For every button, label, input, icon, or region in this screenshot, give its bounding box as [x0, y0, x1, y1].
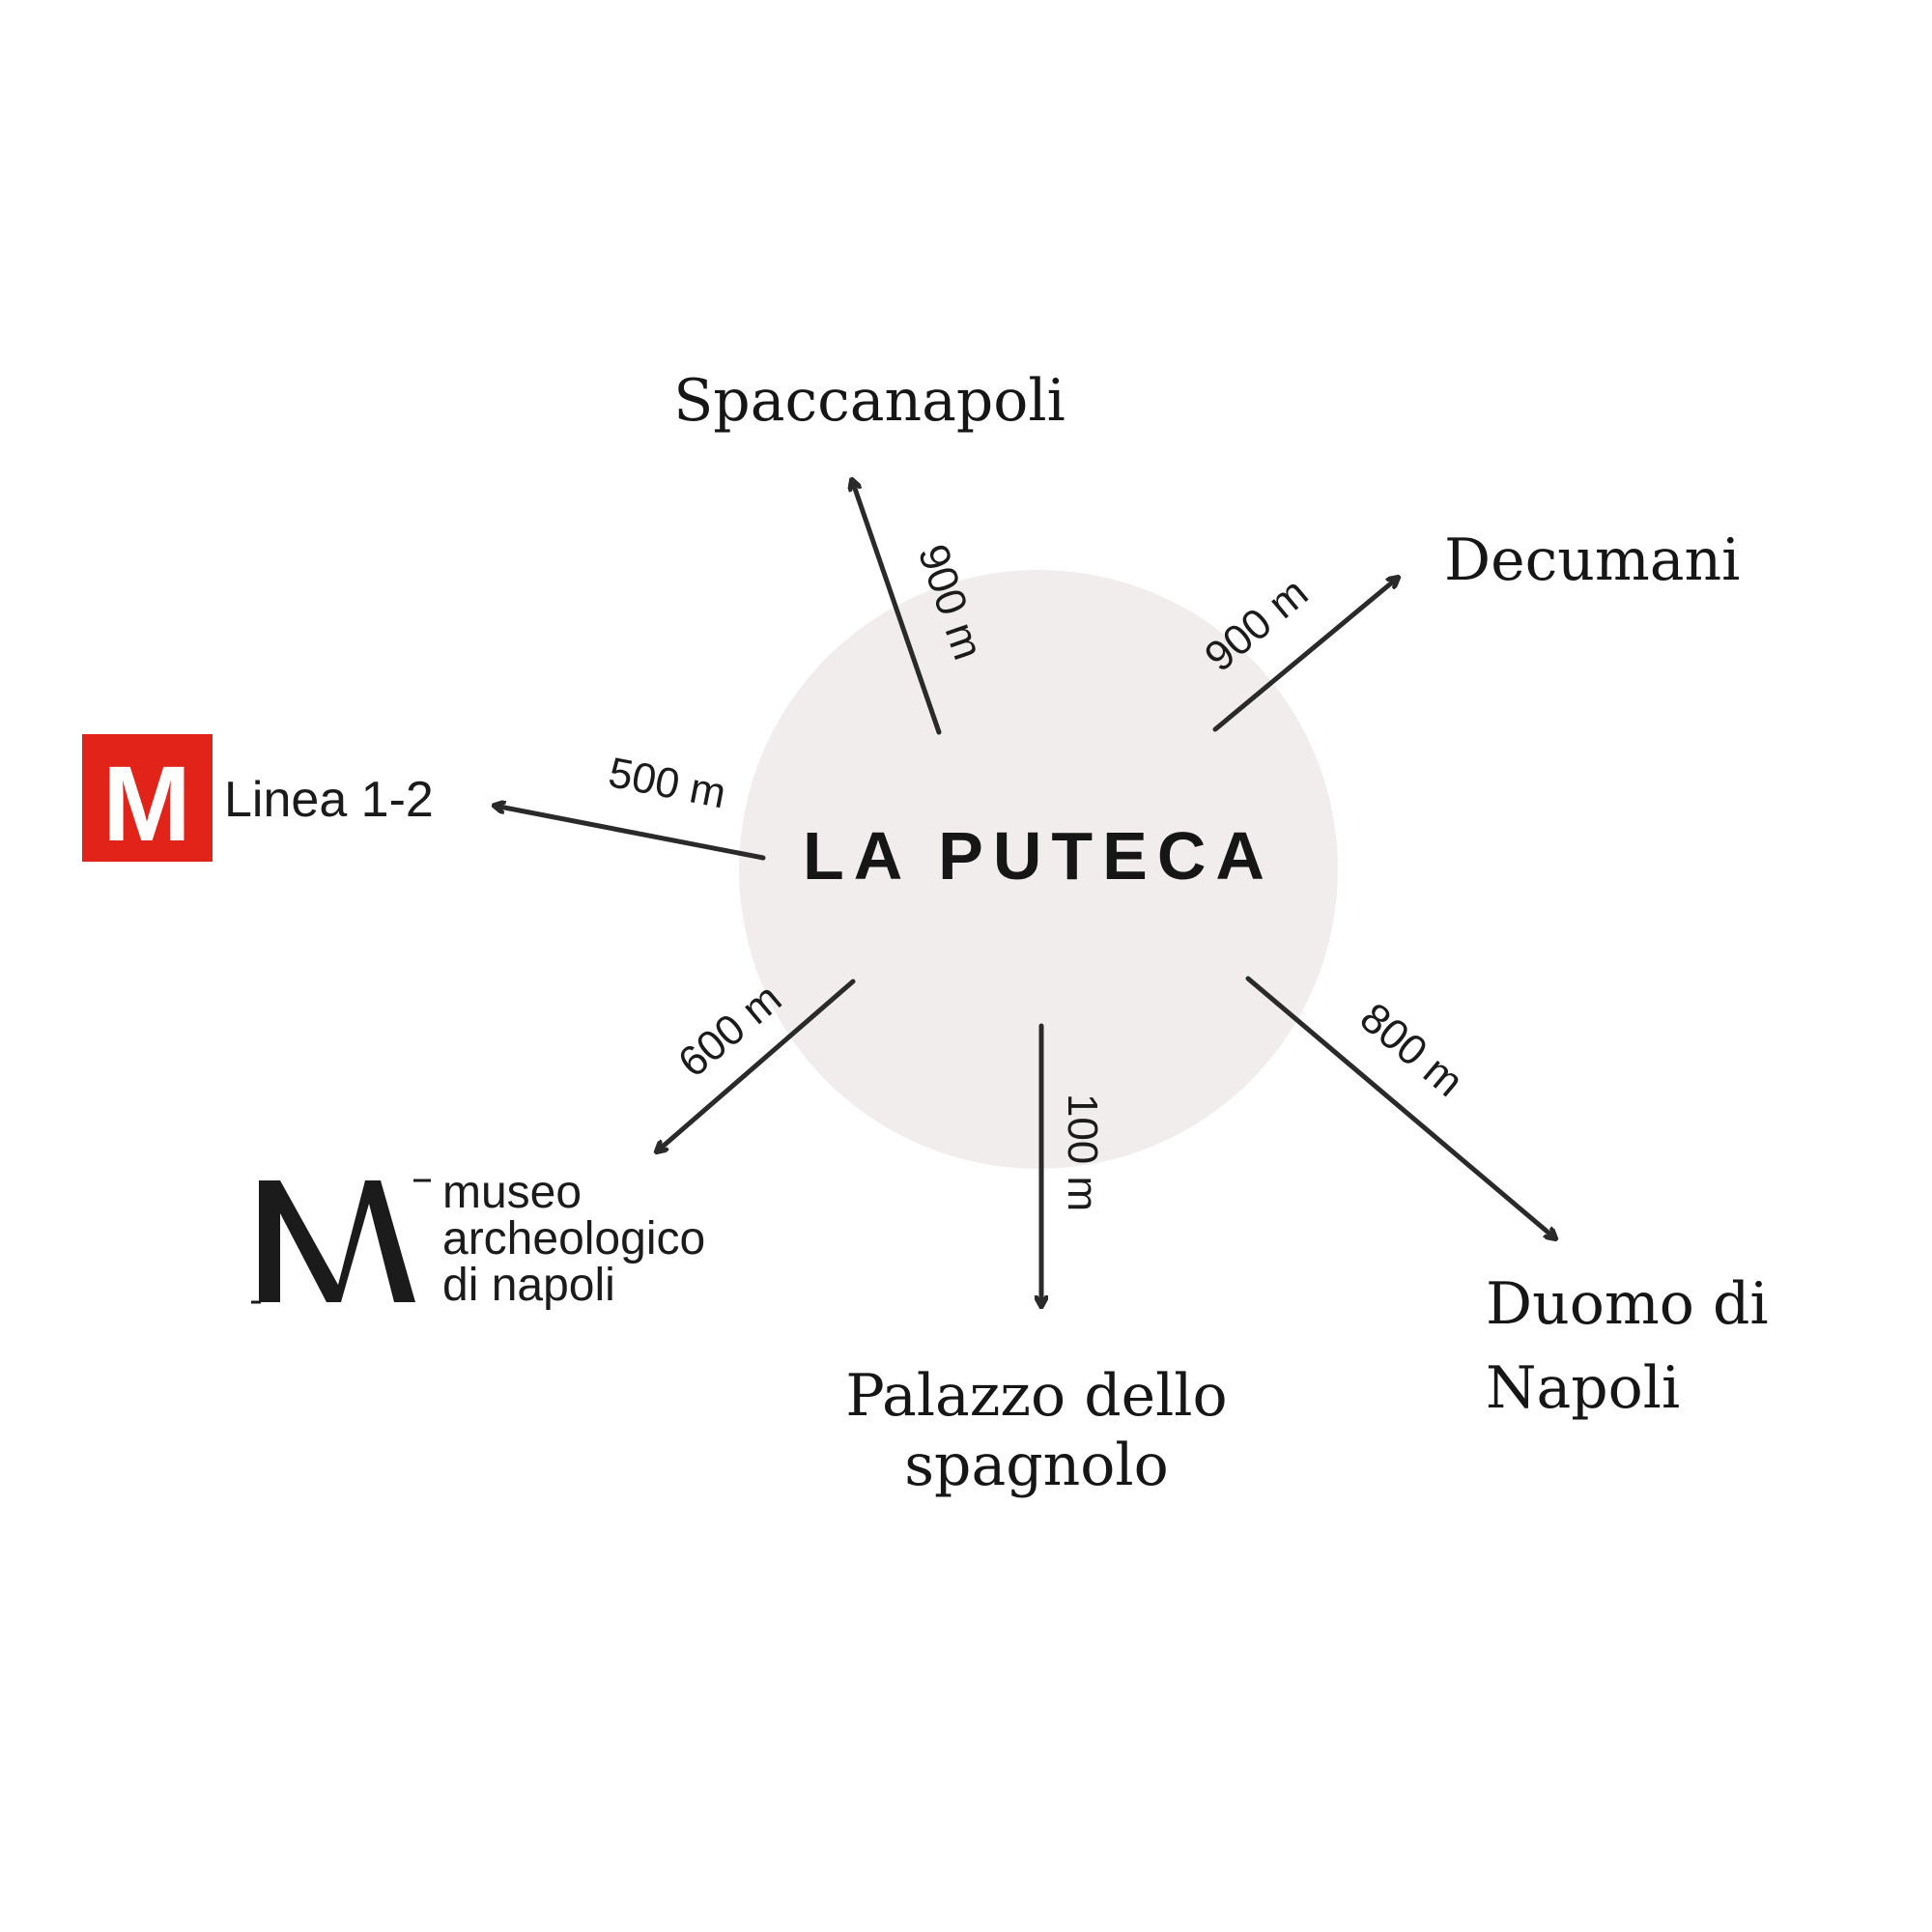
arrow-duomo [1245, 976, 1555, 1238]
arrow-decumani [1212, 578, 1398, 732]
museo-line-1: museo [442, 1167, 582, 1218]
center-circle [739, 570, 1338, 1169]
destination-palazzo: 100 m Palazzo dello spagnolo [845, 1023, 1228, 1499]
destination-name-palazzo-line-1: Palazzo dello [845, 1362, 1227, 1430]
distance-palazzo: 100 m [1059, 1094, 1106, 1211]
destination-duomo: 800 m Duomo di Napoli [1245, 976, 1769, 1422]
museo-line-2: archeologico [442, 1213, 705, 1264]
arrow-spaccanapoli [852, 480, 942, 735]
arrow-metro [495, 806, 766, 861]
destination-name-decumani: Decumani [1444, 526, 1740, 594]
arrow-museo [657, 979, 856, 1151]
destination-name-spaccanapoli: Spaccanapoli [673, 367, 1065, 435]
metro-m-icon: M [82, 734, 213, 864]
svg-text:M: M [102, 745, 191, 864]
destination-name-metro: Linea 1-2 [224, 772, 434, 828]
distance-duomo: 800 m [1351, 994, 1472, 1106]
destination-name-duomo-line-1: Duomo di [1486, 1270, 1769, 1338]
distance-museo: 600 m [669, 975, 790, 1087]
destination-museo: 600 m museo archeologico di napoli [251, 975, 856, 1311]
museo-mn-logo-icon [251, 1179, 431, 1304]
destination-name-palazzo-line-2: spagnolo [904, 1432, 1168, 1499]
distance-metro: 500 m [605, 749, 729, 817]
center-title: LA PUTECA [803, 818, 1274, 894]
destination-name-duomo-line-2: Napoli [1486, 1354, 1680, 1422]
destination-metro: 500 m M Linea 1-2 [82, 734, 766, 864]
museo-line-3: di napoli [442, 1260, 615, 1311]
